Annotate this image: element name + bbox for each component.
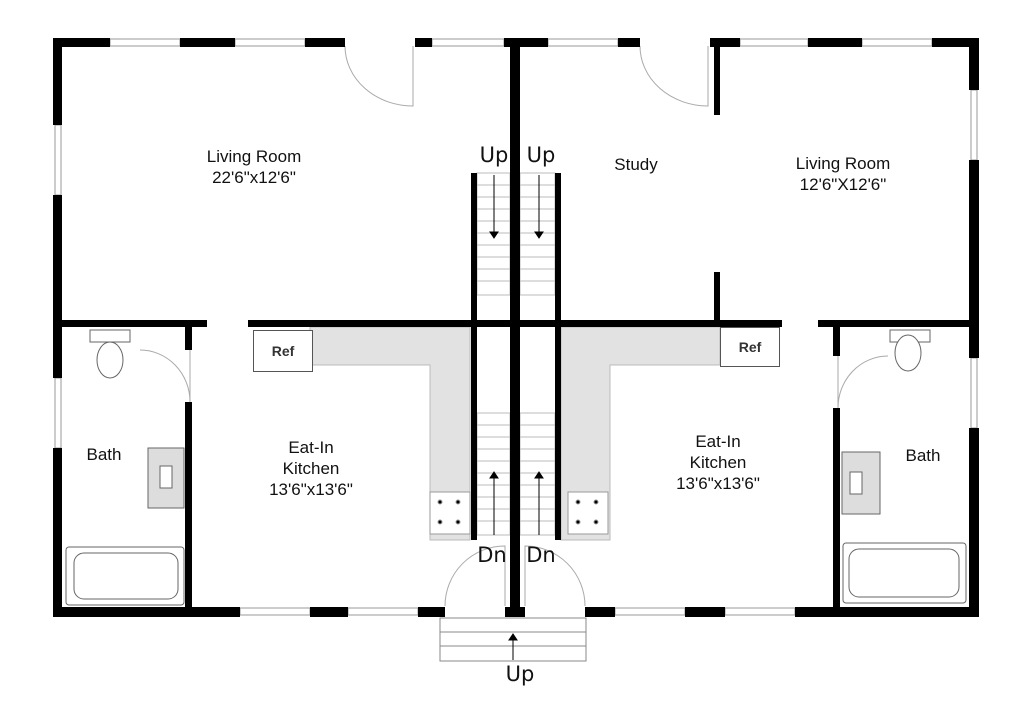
room-name: Kitchen <box>282 459 340 478</box>
room-label-living-right: Living Room 12'6"X12'6" <box>796 153 891 195</box>
stair-label-entry-up: Up <box>505 662 535 686</box>
room-size: 22'6"x12'6" <box>212 168 296 187</box>
room-name: Kitchen <box>689 453 747 472</box>
room-name: Eat-In <box>288 438 334 457</box>
stair-label-up-right: Up <box>526 143 556 167</box>
stove-left <box>429 491 471 535</box>
room-name: Bath <box>86 445 122 464</box>
room-label-kitchen-left: Eat-In Kitchen 13'6"x13'6" <box>269 437 353 500</box>
stair-arrows <box>489 175 544 660</box>
room-name: Living Room <box>206 147 302 166</box>
windows <box>54 38 978 616</box>
room-size: 13'6"x13'6" <box>676 474 760 493</box>
room-size: 13'6"x13'6" <box>269 480 353 499</box>
room-name: Living Room <box>795 154 891 173</box>
room-label-bath-right: Bath <box>906 445 941 466</box>
room-name: Eat-In <box>695 432 741 451</box>
stair-label-dn-right: Dn <box>526 543 556 567</box>
stair-label-dn-left: Dn <box>477 543 507 567</box>
toilet-left <box>89 329 131 343</box>
room-label-bath-left: Bath <box>87 444 122 465</box>
stair-label-up-left: Up <box>479 143 509 167</box>
stove-right <box>567 491 609 535</box>
walls <box>53 38 979 617</box>
bath-fixtures <box>65 329 967 606</box>
room-label-kitchen-right: Eat-In Kitchen 13'6"x13'6" <box>676 431 760 494</box>
refrigerator-right: Ref <box>720 327 780 367</box>
refrigerator-left: Ref <box>253 330 313 372</box>
room-size: 12'6"X12'6" <box>799 175 887 194</box>
doors <box>139 45 889 607</box>
room-label-living-left: Living Room 22'6"x12'6" <box>207 146 302 188</box>
room-name: Bath <box>905 446 941 465</box>
room-name: Study <box>614 155 658 174</box>
room-label-study: Study <box>614 154 657 175</box>
